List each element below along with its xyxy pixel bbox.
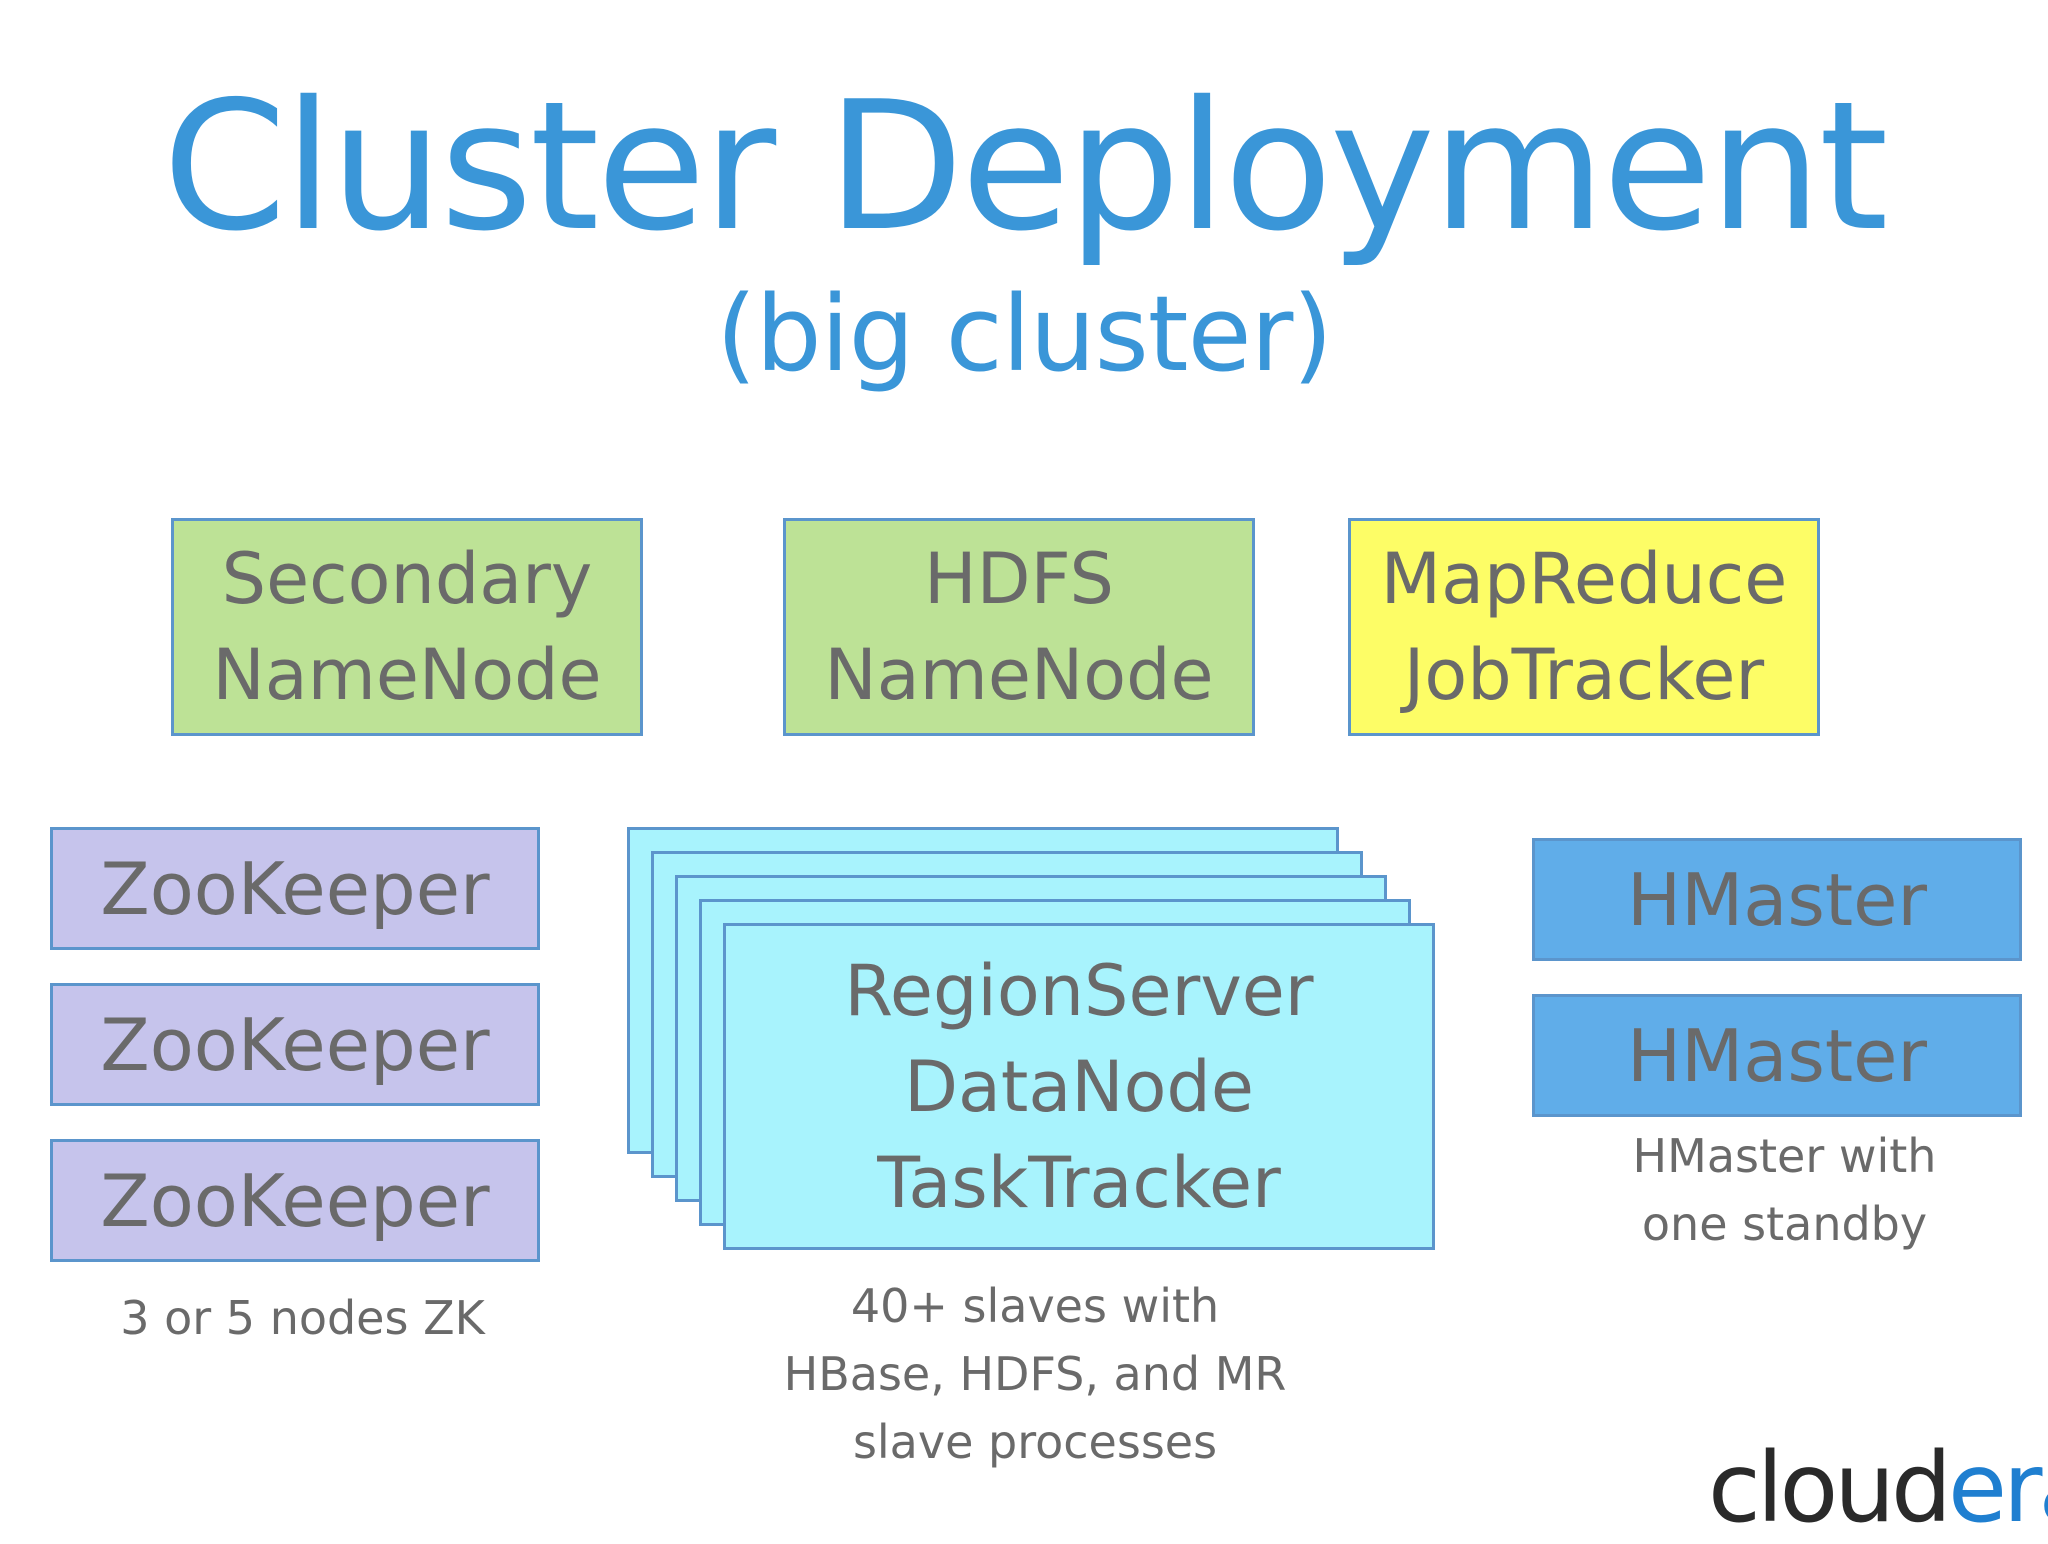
mapreduce-jobtracker-box: MapReduce JobTracker [1348,518,1820,736]
slave-line-tasktracker: TaskTracker [877,1141,1281,1224]
cloudera-logo-icon: cloudera [1708,1432,2048,1544]
zookeeper-caption: 3 or 5 nodes ZK [120,1291,485,1345]
zookeeper-box-1: ZooKeeper [50,827,540,950]
slide-subtitle: (big cluster) [716,273,1333,395]
hmaster-box-2: HMaster [1532,994,2022,1117]
secondary-namenode-box: Secondary NameNode [171,518,643,736]
hmaster-caption-line1: HMaster with [1632,1129,1937,1183]
secondary-namenode-line1: Secondary [221,538,593,620]
hmaster-label-1: HMaster [1626,857,1928,942]
hmaster-box-1: HMaster [1532,838,2022,961]
zookeeper-label-2: ZooKeeper [100,1002,490,1087]
zookeeper-label-1: ZooKeeper [100,846,490,931]
slaves-caption-line2: HBase, HDFS, and MR [783,1347,1287,1401]
slide-title: Cluster Deployment [162,63,1888,270]
secondary-namenode-line2: NameNode [212,634,602,716]
hdfs-namenode-line2: NameNode [824,634,1214,716]
hdfs-namenode-box: HDFS NameNode [783,518,1255,736]
slave-line-datanode: DataNode [904,1045,1254,1128]
zookeeper-box-3: ZooKeeper [50,1139,540,1262]
slave-line-regionserver: RegionServer [844,949,1314,1032]
slave-node-box: RegionServer DataNode TaskTracker [723,923,1435,1250]
mapreduce-jobtracker-line2: JobTracker [1403,634,1765,716]
slaves-caption-line1: 40+ slaves with [850,1279,1220,1333]
hdfs-namenode-line1: HDFS [923,538,1114,620]
hmaster-caption-line2: one standby [1641,1197,1928,1251]
slaves-caption: 40+ slaves with HBase, HDFS, and MR slav… [710,1272,1360,1476]
hmaster-caption: HMaster with one standby [1532,1122,2037,1258]
mapreduce-jobtracker-line1: MapReduce [1380,538,1788,620]
hmaster-label-2: HMaster [1626,1013,1928,1098]
zookeeper-box-2: ZooKeeper [50,983,540,1106]
slaves-caption-line3: slave processes [852,1415,1218,1469]
zookeeper-label-3: ZooKeeper [100,1158,490,1243]
